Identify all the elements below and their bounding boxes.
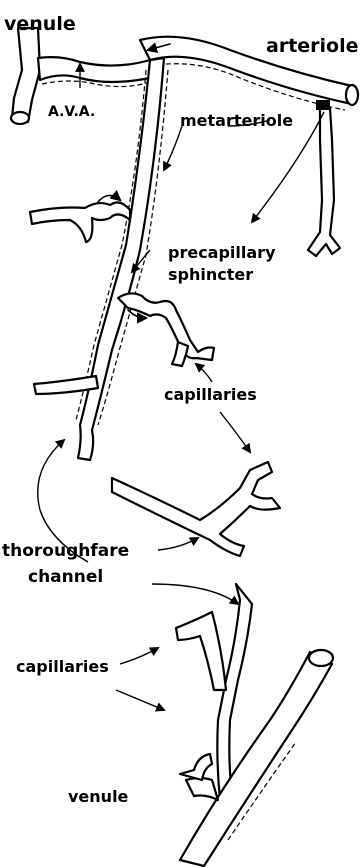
arteriole-branch-right — [308, 100, 340, 256]
label-venule-bottom: venule — [68, 787, 129, 806]
label-arteriole: arteriole — [266, 35, 359, 57]
label-thoroughfare: thoroughfare — [2, 541, 129, 561]
label-channel: channel — [28, 567, 103, 587]
label-ava: A.V.A. — [48, 104, 95, 120]
ava-vessel — [38, 57, 150, 86]
capillary-loop-mid — [118, 293, 214, 366]
label-capillaries-top: capillaries — [164, 385, 257, 404]
label-metarteriole: metarteriole — [180, 111, 293, 130]
label-precapillary: precapillary — [168, 243, 276, 262]
capillary-y-branch — [112, 462, 280, 556]
label-venule-top: venule — [4, 13, 76, 35]
venule-top-vessel — [11, 28, 40, 124]
label-sphincter: sphincter — [168, 265, 253, 284]
label-capillaries-bottom: capillaries — [16, 657, 109, 676]
venule-bottom-vessel — [180, 650, 333, 866]
capillary-branch-upper-left — [30, 195, 130, 242]
